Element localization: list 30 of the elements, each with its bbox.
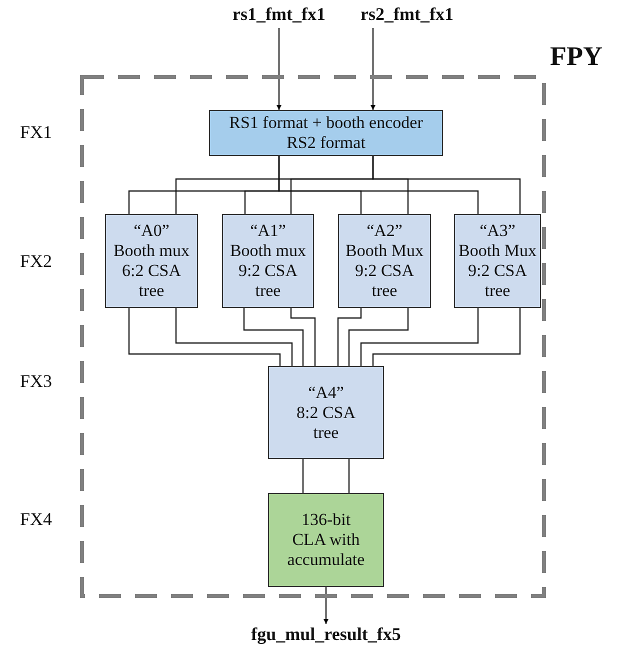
connector-line — [372, 156, 521, 214]
connector-line — [175, 308, 293, 366]
connector-line — [348, 459, 350, 493]
signal-name: rs1_fmt_fx1 — [218, 4, 340, 28]
stage-label: FX3 — [20, 371, 52, 392]
arrow — [370, 28, 376, 110]
stage-label: FX4 — [20, 509, 52, 530]
connector-line — [348, 308, 409, 366]
connector-line — [302, 459, 304, 493]
stage-label: FX2 — [20, 251, 52, 272]
process-box: “A2” Booth Mux 9:2 CSA tree — [338, 214, 431, 308]
process-box: “A4” 8:2 CSA tree — [268, 366, 384, 459]
process-box: 136-bit CLA with accumulate — [268, 493, 384, 587]
connector-line — [278, 156, 479, 214]
process-box: RS1 format + booth encoder RS2 format — [209, 110, 443, 156]
connector-line — [290, 308, 316, 366]
stage-label: FX1 — [20, 122, 52, 143]
region-title: FPY — [550, 41, 602, 72]
signal-name: rs2_fmt_fx1 — [344, 4, 470, 28]
connector-line — [243, 308, 304, 366]
connector-line — [372, 308, 521, 366]
arrow — [324, 587, 328, 624]
connector-line — [128, 308, 281, 366]
connector-line — [360, 308, 479, 366]
signal-name: fgu_mul_result_fx5 — [246, 624, 406, 648]
process-box: “A3” Booth Mux 9:2 CSA tree — [454, 214, 541, 308]
process-box: “A1” Booth mux 9:2 CSA tree — [222, 214, 314, 308]
process-box: “A0” Booth mux 6:2 CSA tree — [105, 214, 198, 308]
arrow — [276, 28, 282, 110]
connector-line — [337, 308, 362, 366]
